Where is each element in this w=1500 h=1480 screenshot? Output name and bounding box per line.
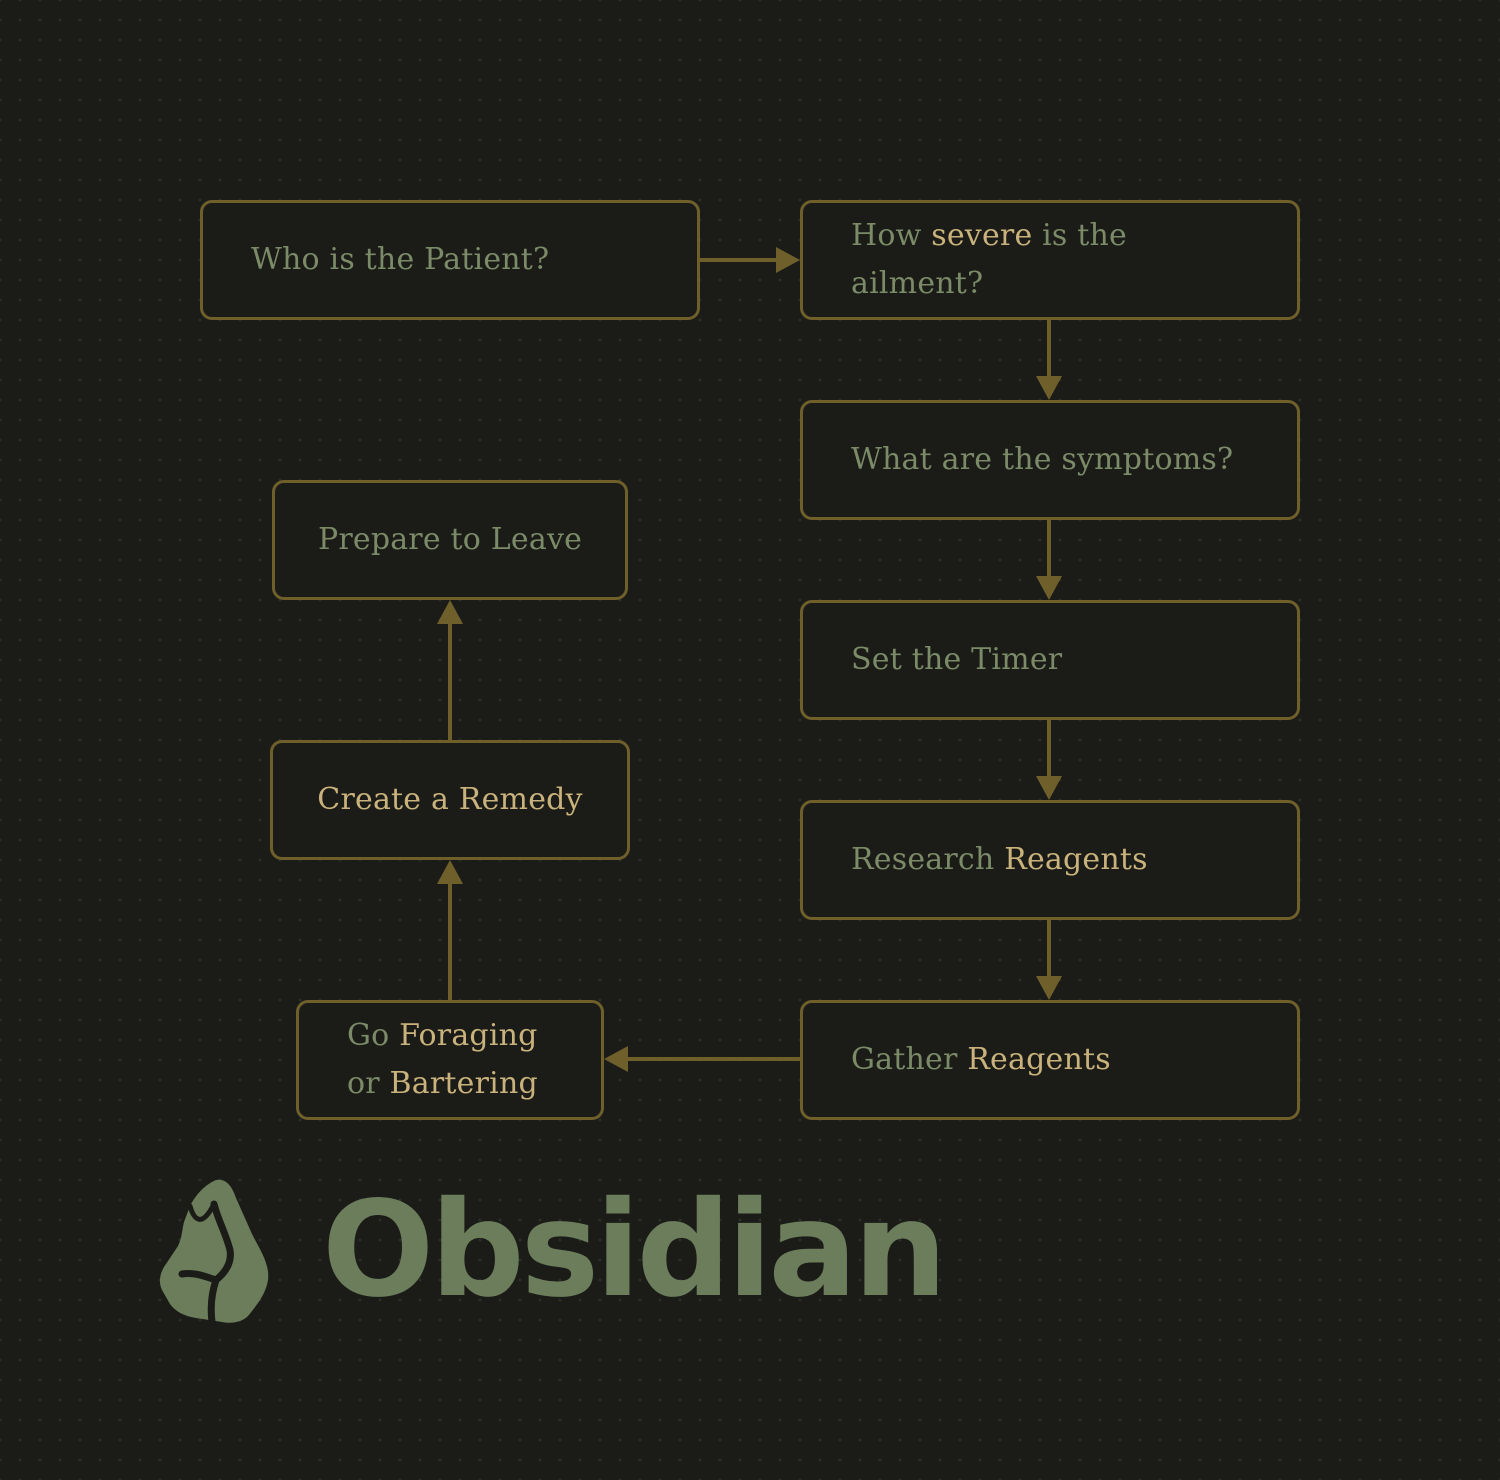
node-forage-text-foraging: Foraging <box>399 1018 538 1053</box>
edge-remedy-to-leave <box>437 600 463 740</box>
node-symptoms-text: What are the symptoms? <box>851 442 1234 477</box>
node-leave-label: Prepare to Leave <box>318 516 582 564</box>
node-severity-text-ailment: ailment? <box>851 266 984 301</box>
node-severity-text-how: How <box>851 218 932 253</box>
edge-research-to-gather <box>1036 920 1062 1000</box>
obsidian-crystal-icon <box>159 1179 269 1324</box>
node-forage-label: Go Foraging or Bartering <box>347 1012 538 1108</box>
node-research-text-research: Research <box>851 842 1005 877</box>
node-leave[interactable]: Prepare to Leave <box>272 480 628 600</box>
edge-symptoms-to-timer <box>1036 520 1062 600</box>
node-forage-text-or: or <box>347 1066 390 1101</box>
node-remedy[interactable]: Create a Remedy <box>270 740 630 860</box>
node-forage-line-2: or Bartering <box>347 1060 538 1108</box>
edge-patient-to-severity <box>699 247 800 273</box>
node-severity-text-is-the: is the <box>1032 218 1127 253</box>
node-gather-label: Gather Reagents <box>851 1036 1111 1084</box>
edge-severity-to-symptoms <box>1036 320 1062 400</box>
node-timer-text: Set the Timer <box>851 642 1063 677</box>
edge-gather-to-forage <box>604 1046 800 1072</box>
node-research-text-reagents: Reagents <box>1004 842 1148 877</box>
node-timer-label: Set the Timer <box>851 636 1062 684</box>
node-forage-text-go: Go <box>347 1018 400 1053</box>
node-research-label: Research Reagents <box>851 836 1148 884</box>
obsidian-logo: Obsidian <box>156 1176 976 1326</box>
node-gather-text-gather: Gather <box>851 1042 968 1077</box>
node-research[interactable]: Research Reagents <box>800 800 1300 920</box>
node-leave-text: Prepare to Leave <box>317 522 583 557</box>
node-severity[interactable]: How severe is the ailment? <box>800 200 1300 320</box>
node-patient-label: Who is the Patient? <box>251 236 549 284</box>
node-severity-line-2: ailment? <box>851 260 1127 308</box>
edge-forage-to-remedy <box>437 860 463 1000</box>
node-severity-line-1: How severe is the <box>851 212 1127 260</box>
node-timer[interactable]: Set the Timer <box>800 600 1300 720</box>
edge-timer-to-research <box>1036 720 1062 800</box>
node-forage[interactable]: Go Foraging or Bartering <box>296 1000 604 1120</box>
node-patient-text: Who is the Patient? <box>251 242 550 277</box>
node-forage-line-1: Go Foraging <box>347 1012 538 1060</box>
obsidian-wordmark: Obsidian <box>322 1173 947 1327</box>
node-symptoms[interactable]: What are the symptoms? <box>800 400 1300 520</box>
node-severity-label: How severe is the ailment? <box>851 212 1127 308</box>
node-symptoms-label: What are the symptoms? <box>851 436 1233 484</box>
node-remedy-text: Create a Remedy <box>317 782 583 817</box>
node-remedy-label: Create a Remedy <box>317 776 582 824</box>
node-gather[interactable]: Gather Reagents <box>800 1000 1300 1120</box>
node-forage-text-bartering: Bartering <box>389 1066 538 1101</box>
node-severity-text-severe: severe <box>931 218 1033 253</box>
node-gather-text-reagents: Reagents <box>967 1042 1111 1077</box>
node-patient[interactable]: Who is the Patient? <box>200 200 700 320</box>
